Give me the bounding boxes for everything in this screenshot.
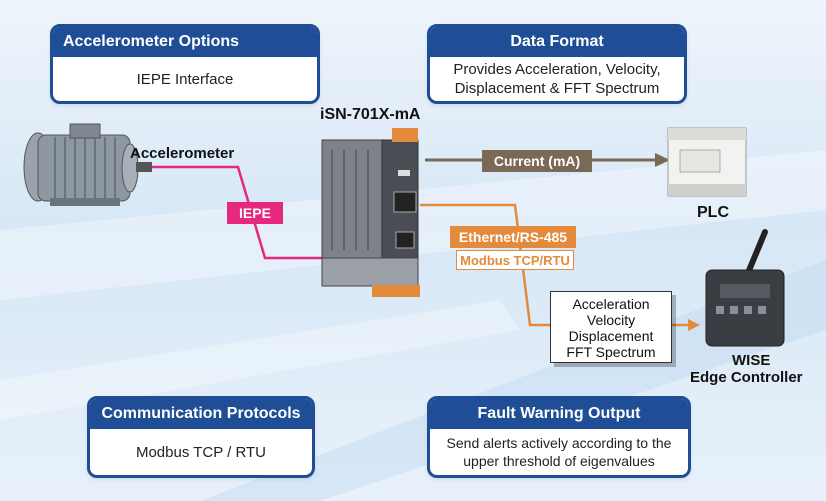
fault-warning-line-2: upper threshold of eigenvalues: [463, 453, 655, 469]
current-tag: Current (mA): [482, 150, 592, 172]
measurement-velocity: Velocity: [586, 312, 636, 328]
device-label: iSN-701X-mA: [320, 106, 421, 123]
accelerometer-options-text: IEPE Interface: [136, 70, 234, 88]
measurements-box: Acceleration Velocity Displacement FFT S…: [550, 291, 672, 363]
communication-protocols-title: Communication Protocols: [90, 399, 312, 429]
accelerometer-options-title: Accelerometer Options: [53, 27, 317, 57]
accelerometer-label: Accelerometer: [130, 145, 235, 162]
wise-label-line-1: WISE: [732, 352, 771, 369]
data-format-card: Data Format Provides Acceleration, Veloc…: [427, 24, 687, 104]
iepe-tag: IEPE: [227, 202, 283, 224]
fault-warning-title: Fault Warning Output: [430, 399, 688, 429]
plc-label: PLC: [697, 204, 729, 221]
measurement-fft-spectrum: FFT Spectrum: [566, 344, 656, 360]
fault-warning-line-1: Send alerts actively according to the: [446, 435, 672, 451]
data-format-line-1: Provides Acceleration, Velocity,: [453, 61, 661, 78]
current-arrowhead: [655, 153, 670, 167]
ethernet-arrowhead: [688, 319, 700, 331]
ethernet-tag: Ethernet/RS-485: [450, 226, 576, 248]
fault-warning-card: Fault Warning Output Send alerts activel…: [427, 396, 691, 478]
measurement-displacement: Displacement: [568, 328, 654, 344]
data-format-title: Data Format: [430, 27, 684, 57]
data-format-line-2: Displacement & FFT Spectrum: [454, 80, 660, 97]
measurement-acceleration: Acceleration: [572, 296, 650, 312]
accelerometer-options-card: Accelerometer Options IEPE Interface: [50, 24, 320, 104]
modbus-tag: Modbus TCP/RTU: [456, 250, 574, 270]
communication-protocols-card: Communication Protocols Modbus TCP / RTU: [87, 396, 315, 478]
communication-protocols-text: Modbus TCP / RTU: [135, 443, 267, 461]
wise-label-line-2: Edge Controller: [690, 369, 803, 386]
